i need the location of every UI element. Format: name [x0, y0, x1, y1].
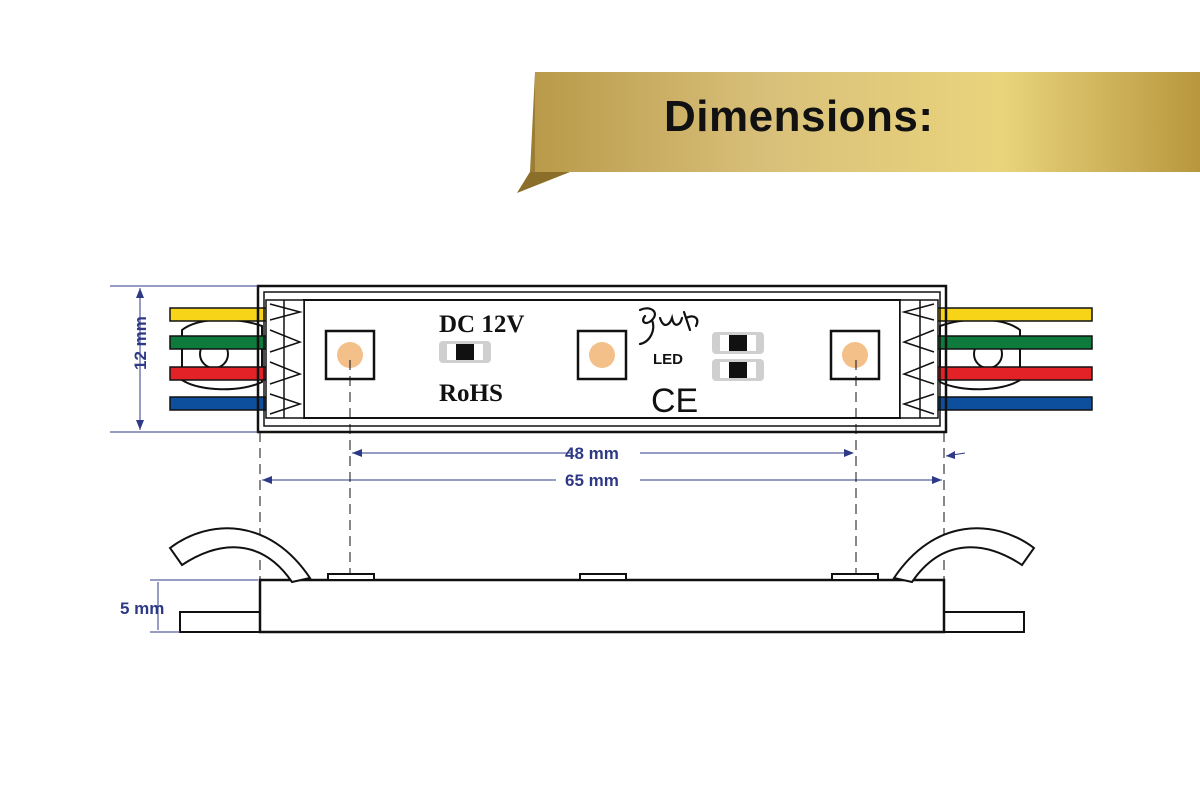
side-left-tab — [179, 611, 263, 633]
wire-blue-right — [921, 396, 1093, 411]
rohs-label: RoHS — [439, 380, 503, 407]
banner-ribbon — [517, 72, 1200, 193]
module-top-view: DC 12V RoHS LED CE — [169, 284, 1093, 434]
voltage-label: DC 12V — [439, 311, 524, 338]
resistor-right-bottom — [712, 359, 764, 381]
ce-mark: CE — [651, 382, 698, 420]
right-wire-clamp — [899, 299, 939, 419]
thickness-dimension-label: 5 mm — [120, 599, 164, 618]
resistor-left — [439, 341, 491, 363]
led-left — [324, 329, 376, 381]
banner-title: Dimensions: — [664, 92, 934, 141]
led-right — [829, 329, 881, 381]
brand-logo: LED — [638, 307, 699, 368]
left-wire-clamp — [265, 299, 305, 419]
side-led-center — [579, 573, 627, 581]
side-led-left — [327, 573, 375, 581]
wire-yellow-right — [921, 307, 1093, 322]
pitch-dimension-label: 48 mm — [565, 444, 619, 463]
side-right-wire-bundle — [892, 527, 1036, 584]
wire-red-right — [921, 366, 1093, 381]
height-dimension-label: 12 mm — [131, 316, 150, 370]
resistor-right-top — [712, 332, 764, 354]
brand-sub-label: LED — [653, 351, 683, 368]
side-left-wire-bundle — [168, 527, 312, 584]
brand-script-mark — [638, 307, 699, 346]
side-body — [258, 578, 946, 634]
led-center — [576, 329, 628, 381]
module-side-view — [168, 527, 1036, 634]
module-housing — [256, 284, 948, 434]
side-led-right — [831, 573, 879, 581]
length-dimension-label: 65 mm — [565, 471, 619, 490]
wire-green-right — [921, 335, 1093, 350]
side-right-tab — [941, 611, 1025, 633]
title-banner — [0, 0, 1200, 200]
